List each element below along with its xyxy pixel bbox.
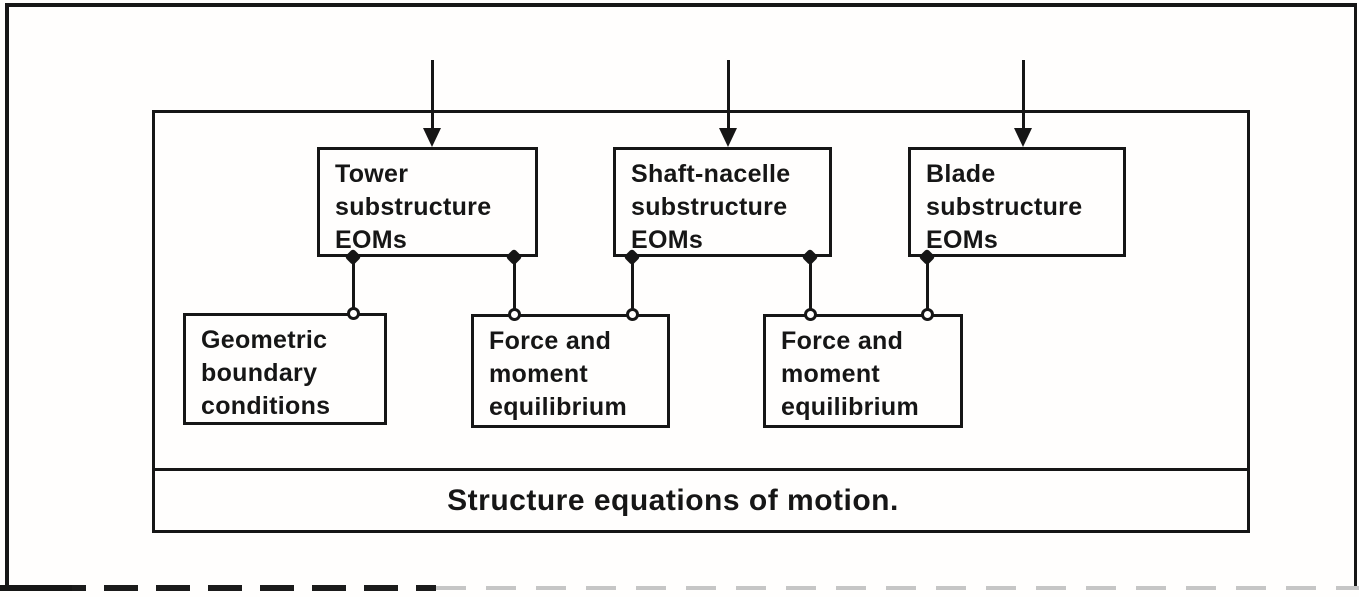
connector-ring-icon [626, 308, 639, 321]
footer-strip: Structure equations of motion. [155, 471, 1247, 530]
connector-tower-force1 [513, 257, 516, 316]
outer-frame-bottom-dashes-light [436, 586, 1359, 590]
connector-ring-icon [921, 308, 934, 321]
outer-frame [5, 3, 1357, 590]
input-arrow-line-blade [1022, 60, 1025, 130]
box-blade-substructure-eoms: Blade substructure EOMs [908, 147, 1126, 257]
connector-blade-force2 [926, 257, 929, 316]
connector-shaft-force1 [631, 257, 634, 316]
connector-ring-icon [508, 308, 521, 321]
input-arrow-line-shaft [727, 60, 730, 130]
box-tower-substructure-eoms: Tower substructure EOMs [317, 147, 538, 257]
input-arrow-line-tower [431, 60, 434, 130]
connector-shaft-force2 [809, 257, 812, 316]
box-force-moment-equilibrium-2: Force and moment equilibrium [763, 314, 963, 428]
input-arrow-head-icon [719, 128, 737, 147]
outer-frame-bottom-dashes-dark [0, 585, 436, 591]
input-arrow-head-icon [1014, 128, 1032, 147]
connector-ring-icon [347, 307, 360, 320]
structure-eom-container [152, 110, 1250, 533]
box-shaft-nacelle-substructure-eoms: Shaft-nacelle substructure EOMs [613, 147, 832, 257]
connector-tower-geometric [352, 257, 355, 315]
footer-label: Structure equations of motion. [447, 483, 899, 517]
outer-frame-bottom-solid [0, 585, 72, 591]
input-arrow-head-icon [423, 128, 441, 147]
connector-ring-icon [804, 308, 817, 321]
footer-separator [152, 468, 1250, 471]
box-force-moment-equilibrium-1: Force and moment equilibrium [471, 314, 670, 428]
box-geometric-boundary-conditions: Geometric boundary conditions [183, 313, 387, 425]
